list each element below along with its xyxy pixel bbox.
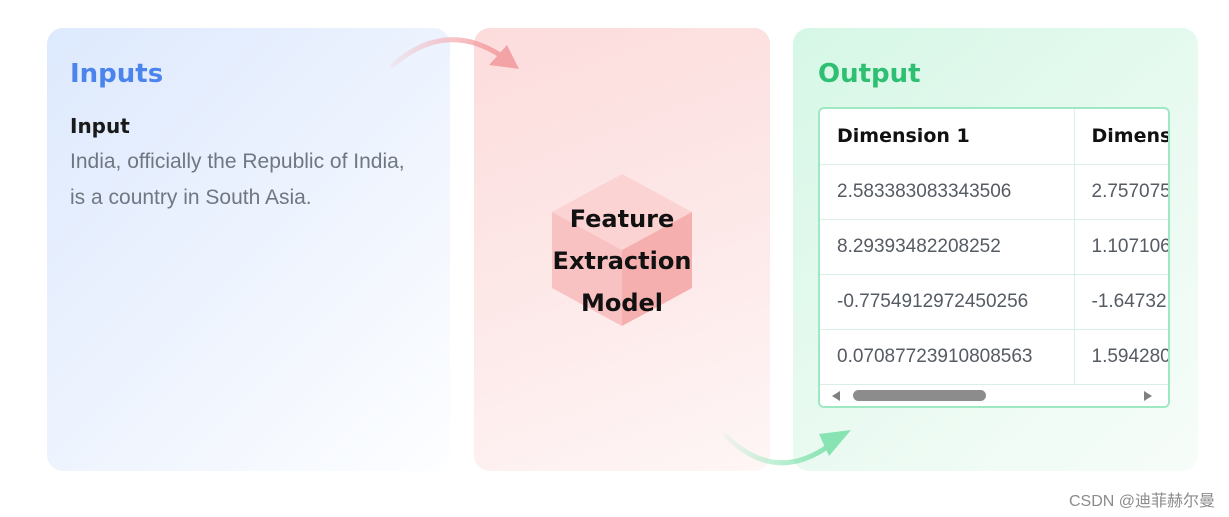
output-panel: Output Dimension 1 Dimensi 2.58338308334… <box>793 28 1198 471</box>
column-header: Dimensi <box>1074 109 1168 165</box>
table-row: 0.07087723910808563 1.594280 <box>820 329 1168 385</box>
inputs-panel: Inputs Input India, officially the Repub… <box>47 28 450 471</box>
embedding-table: Dimension 1 Dimensi 2.583383083343506 2.… <box>820 109 1168 385</box>
input-to-model-arrow-icon <box>390 37 519 69</box>
table-cell: -0.7754912972450256 <box>820 274 1075 330</box>
watermark: CSDN @迪菲赫尔曼 <box>1068 493 1215 510</box>
table-header-row: Dimension 1 Dimensi <box>820 109 1168 165</box>
cube-icon <box>552 174 692 326</box>
scrollbar-thumb[interactable] <box>853 390 986 401</box>
table-cell: 8.29393482208252 <box>820 219 1075 275</box>
scroll-right-arrow-icon[interactable] <box>1144 391 1152 401</box>
table-cell: 2.583383083343506 <box>820 164 1075 220</box>
model-panel: Feature Extraction Model <box>474 28 770 471</box>
table-row: -0.7754912972450256 -1.64732 <box>820 274 1168 330</box>
input-text: India, officially the Republic of India,… <box>70 150 405 209</box>
table-cell: 1.594280 <box>1074 329 1168 385</box>
table-row: 8.29393482208252 1.107106 <box>820 219 1168 275</box>
input-label: Input <box>70 114 130 138</box>
column-header: Dimension 1 <box>820 109 1075 165</box>
table-row: 2.583383083343506 2.757075 <box>820 164 1168 220</box>
horizontal-scrollbar[interactable] <box>820 385 1168 406</box>
model-label: Feature Extraction Model <box>552 205 692 317</box>
scroll-left-arrow-icon[interactable] <box>832 391 840 401</box>
model-to-output-arrow-icon <box>722 430 851 466</box>
table-cell: 2.757075 <box>1074 164 1168 220</box>
table-cell: -1.64732 <box>1074 274 1168 330</box>
output-title: Output <box>818 59 921 89</box>
table-cell: 1.107106 <box>1074 219 1168 275</box>
table-viewport: Dimension 1 Dimensi 2.583383083343506 2.… <box>820 109 1168 385</box>
table-cell: 0.07087723910808563 <box>820 329 1075 385</box>
output-table: Dimension 1 Dimensi 2.583383083343506 2.… <box>818 107 1170 408</box>
inputs-title: Inputs <box>70 59 164 89</box>
